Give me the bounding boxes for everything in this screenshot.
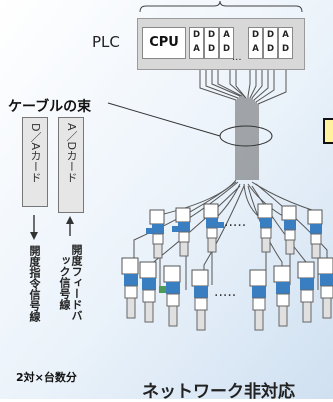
cable-bundle-label: ケーブルの束 [8,99,92,115]
valve-actuator-icon [146,203,323,259]
plc-label: PLC [92,33,120,51]
feedback-signal-label: 開度フィードバック信号線 [58,243,83,321]
cpu-module: CPU [142,27,186,59]
side-callout-box [323,118,333,144]
ad-card: A／Dカード [58,117,84,213]
valve-actuator-icon [121,257,333,331]
module-ellipsis: ... [232,52,242,63]
arrow-up-icon [66,216,74,224]
svg-text:·····: ····· [214,288,236,304]
network-unsupported-label: ネットワーク非対応 [142,382,295,402]
multiplier-label: 2対×台数分 [16,371,77,384]
da-card: D／Aカード [22,117,48,207]
arrow-down-icon [30,232,38,240]
command-signal-label: 開度指令信号線 [28,245,41,322]
svg-text:·····: ····· [224,218,246,234]
